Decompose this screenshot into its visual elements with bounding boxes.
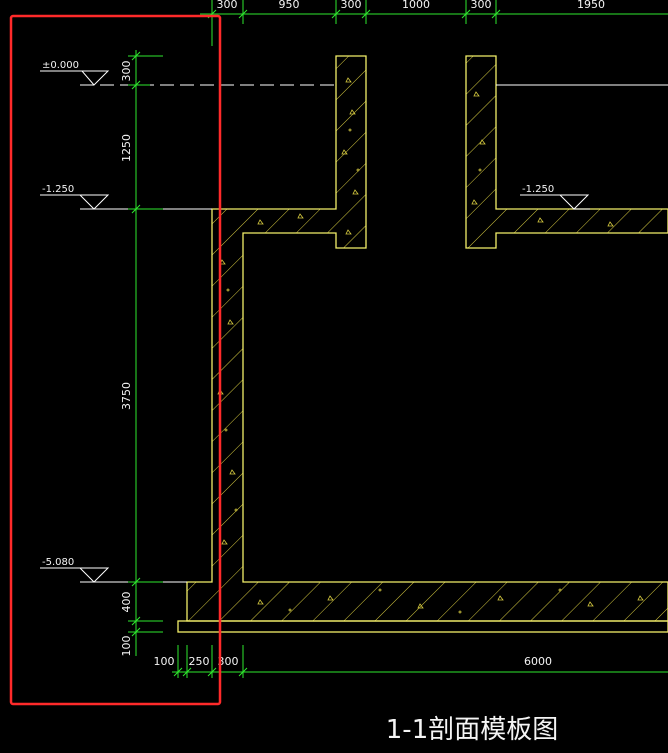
dim-bottom-3: 300: [218, 655, 239, 668]
drawing-title: 1-1剖面模板图: [386, 715, 558, 745]
dim-top-3: 300: [341, 0, 362, 11]
dim-bottom-1: 100: [154, 655, 175, 668]
dim-left-2: 1250: [120, 134, 133, 162]
dim-top-6: 1950: [577, 0, 605, 11]
right-column-and-slab: [465, 55, 668, 249]
elevation-markers: [40, 70, 590, 583]
elevation-label-3: -1.250: [522, 184, 554, 195]
elevation-label-2: -5.080: [42, 557, 74, 568]
dimension-lines: [128, 0, 668, 678]
dim-bottom-4: 6000: [524, 655, 552, 668]
dim-bottom-2: 250: [189, 655, 210, 668]
concrete-section: [177, 55, 668, 633]
dim-left-1: 300: [120, 61, 133, 82]
base-layer: [177, 620, 668, 633]
dim-top-5: 300: [471, 0, 492, 11]
dim-top-2: 950: [279, 0, 300, 11]
dim-top-1: 300: [217, 0, 238, 11]
dim-left-3: 3750: [120, 382, 133, 410]
highlight-box: [9, 14, 222, 706]
aggregate-marks: [217, 77, 644, 614]
dim-top-4: 1000: [402, 0, 430, 11]
left-wall-and-roof-slab: [186, 55, 668, 622]
elevation-label-1: -1.250: [42, 184, 74, 195]
grade-lines: [80, 84, 668, 583]
dim-left-5: 100: [120, 636, 133, 657]
elevation-label-0: ±0.000: [42, 60, 79, 71]
dim-left-4: 400: [120, 592, 133, 613]
